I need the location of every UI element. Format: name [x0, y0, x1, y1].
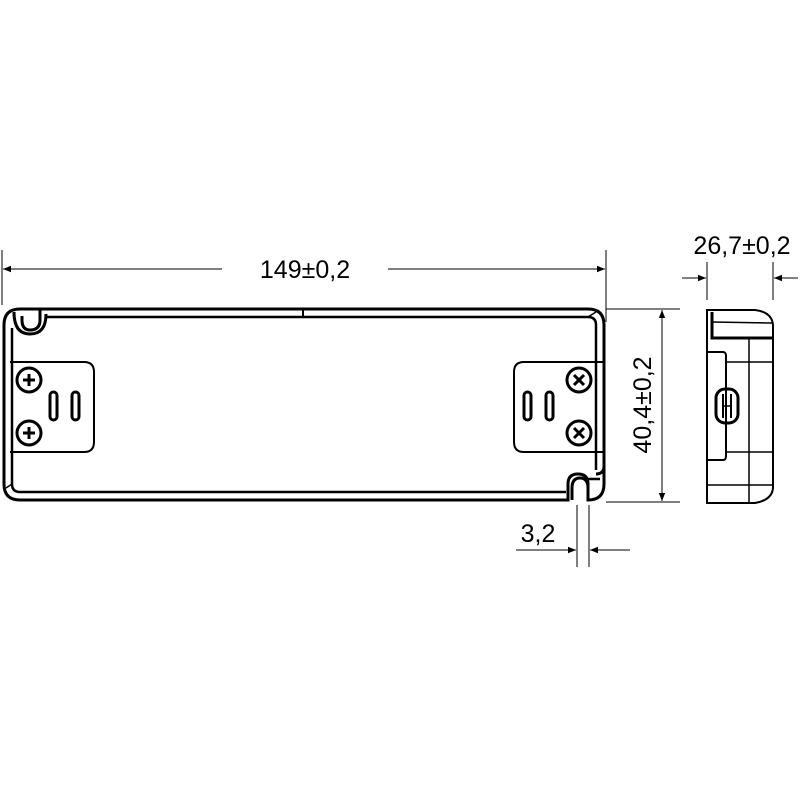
terminal-block-left [10, 361, 95, 453]
height-dimension: 26,7±0,2 [682, 232, 798, 300]
cable-clamp-icon [714, 387, 740, 425]
length-dimension: 149±0,2 [1, 250, 607, 322]
height-label: 26,7±0,2 [693, 232, 790, 260]
mounting-slot-right [570, 476, 590, 500]
mounting-slot-left [12, 311, 48, 336]
side-line [711, 321, 773, 324]
top-view [2, 307, 606, 502]
housing-inner-rim [10, 315, 598, 494]
side-profile-outline [706, 309, 774, 504]
housing-outer-outline [2, 307, 606, 502]
width-dimension: 40,4±0,2 [606, 308, 680, 503]
screw-icon [565, 419, 593, 447]
screw-icon [15, 419, 43, 447]
slot-dimension: 3,2 [516, 505, 630, 567]
width-label: 40,4±0,2 [629, 356, 657, 453]
corner-detail [5, 483, 13, 489]
screw-icon [15, 366, 43, 394]
terminal-block-right [513, 361, 604, 453]
length-label: 149±0,2 [260, 256, 350, 284]
side-view [706, 309, 774, 504]
slot-label: 3,2 [521, 520, 556, 548]
side-top-cap [710, 312, 773, 340]
screw-icon [565, 366, 593, 394]
corner-detail [587, 311, 597, 318]
